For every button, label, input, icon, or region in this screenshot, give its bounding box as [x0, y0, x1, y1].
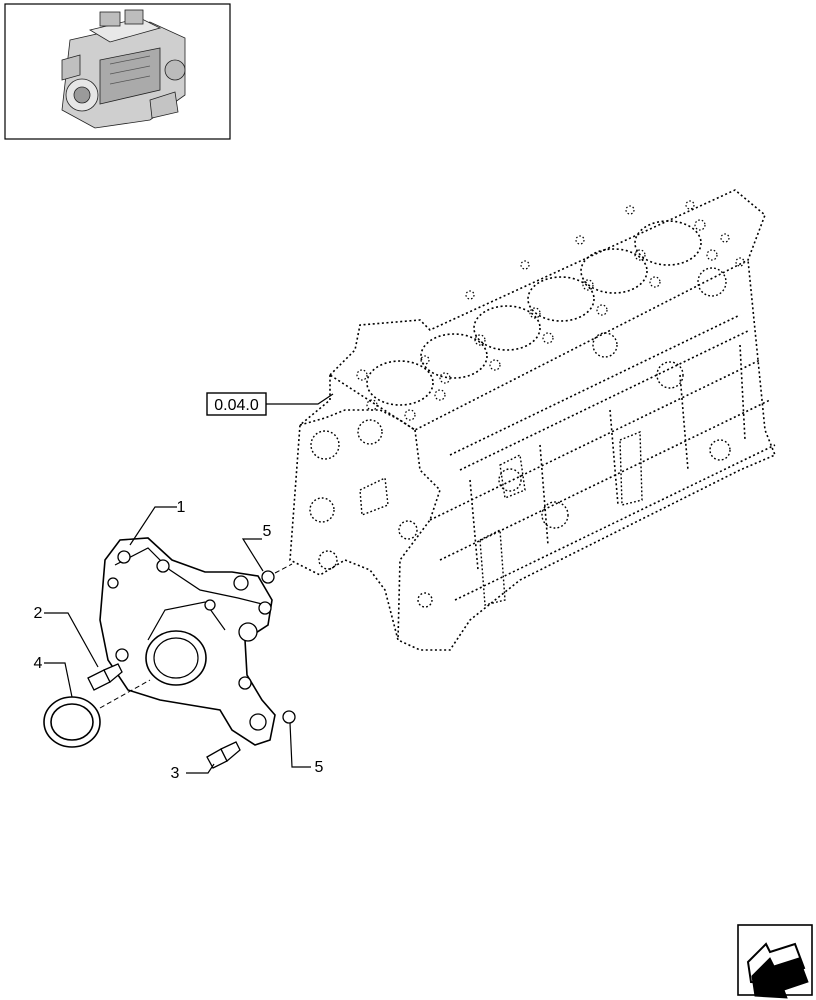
seal-ring-part-4[interactable]	[43, 696, 101, 748]
callout-5-lower: 5	[315, 759, 324, 776]
callout-5-upper: 5	[263, 523, 272, 540]
leader-lines	[44, 393, 334, 774]
engine-thumbnail-icon	[61, 9, 186, 129]
reference-label: 0.04.0	[214, 397, 259, 414]
callout-4: 4	[34, 655, 43, 672]
plug-part-5-lower[interactable]	[282, 710, 296, 724]
callout-2: 2	[34, 605, 43, 622]
bolt-part-3[interactable]	[206, 741, 241, 769]
next-page-button[interactable]	[737, 924, 813, 999]
next-page-arrow-icon	[746, 942, 809, 999]
engine-thumbnail[interactable]	[4, 3, 231, 140]
block-front-features	[309, 267, 731, 608]
bolt-part-2[interactable]	[87, 663, 123, 691]
engine-block	[289, 189, 777, 651]
plug-part-5-upper[interactable]	[261, 570, 275, 584]
reference-box[interactable]: 0.04.0	[206, 392, 267, 416]
assembly-lines	[99, 563, 293, 709]
callout-1: 1	[177, 499, 186, 516]
cylinder-bores	[366, 220, 702, 406]
front-cover[interactable]	[99, 537, 276, 746]
callout-3: 3	[171, 765, 180, 782]
deck-bolt-holes	[356, 200, 745, 421]
